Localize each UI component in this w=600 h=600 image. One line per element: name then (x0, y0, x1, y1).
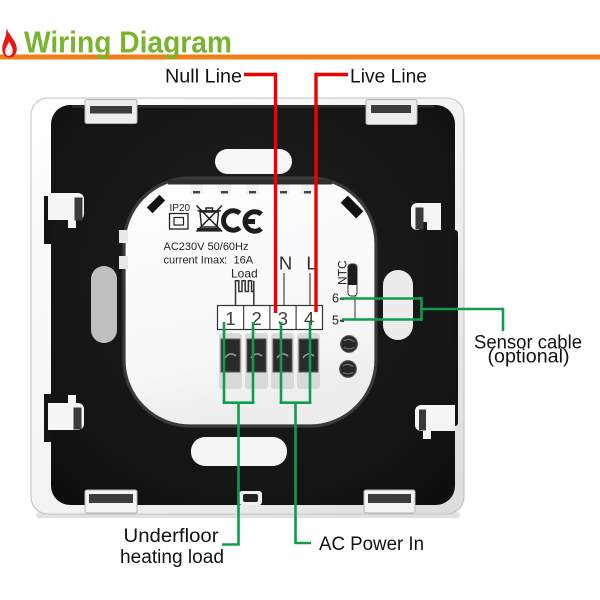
svg-text:4: 4 (304, 308, 314, 329)
svg-text:heating load: heating load (120, 547, 224, 568)
svg-text:6: 6 (332, 292, 339, 306)
svg-text:AC230V 50/60Hz: AC230V 50/60Hz (164, 241, 249, 253)
svg-text:5: 5 (332, 314, 339, 328)
svg-text:IP20: IP20 (170, 203, 191, 214)
svg-text:current Imax: current Imax (164, 255, 226, 267)
svg-text:Underfloor: Underfloor (124, 526, 220, 547)
svg-text:1: 1 (225, 308, 235, 329)
svg-text:Wiring Diagram: Wiring Diagram (24, 26, 232, 60)
svg-text:AC Power In: AC Power In (319, 534, 424, 555)
svg-text:Sensor cable: Sensor cable (474, 333, 582, 354)
svg-text:Null Line: Null Line (165, 67, 242, 88)
svg-text:L: L (306, 253, 316, 274)
svg-text:NTC: NTC (336, 260, 350, 285)
svg-text:N: N (279, 253, 292, 274)
svg-text:2: 2 (252, 308, 262, 329)
svg-text::: : (224, 255, 227, 267)
svg-text:(optional): (optional) (488, 347, 570, 368)
svg-text:Live Line: Live Line (350, 67, 427, 88)
svg-text:Load: Load (231, 267, 258, 281)
svg-text:3: 3 (278, 308, 288, 329)
svg-text:16A: 16A (234, 255, 254, 267)
